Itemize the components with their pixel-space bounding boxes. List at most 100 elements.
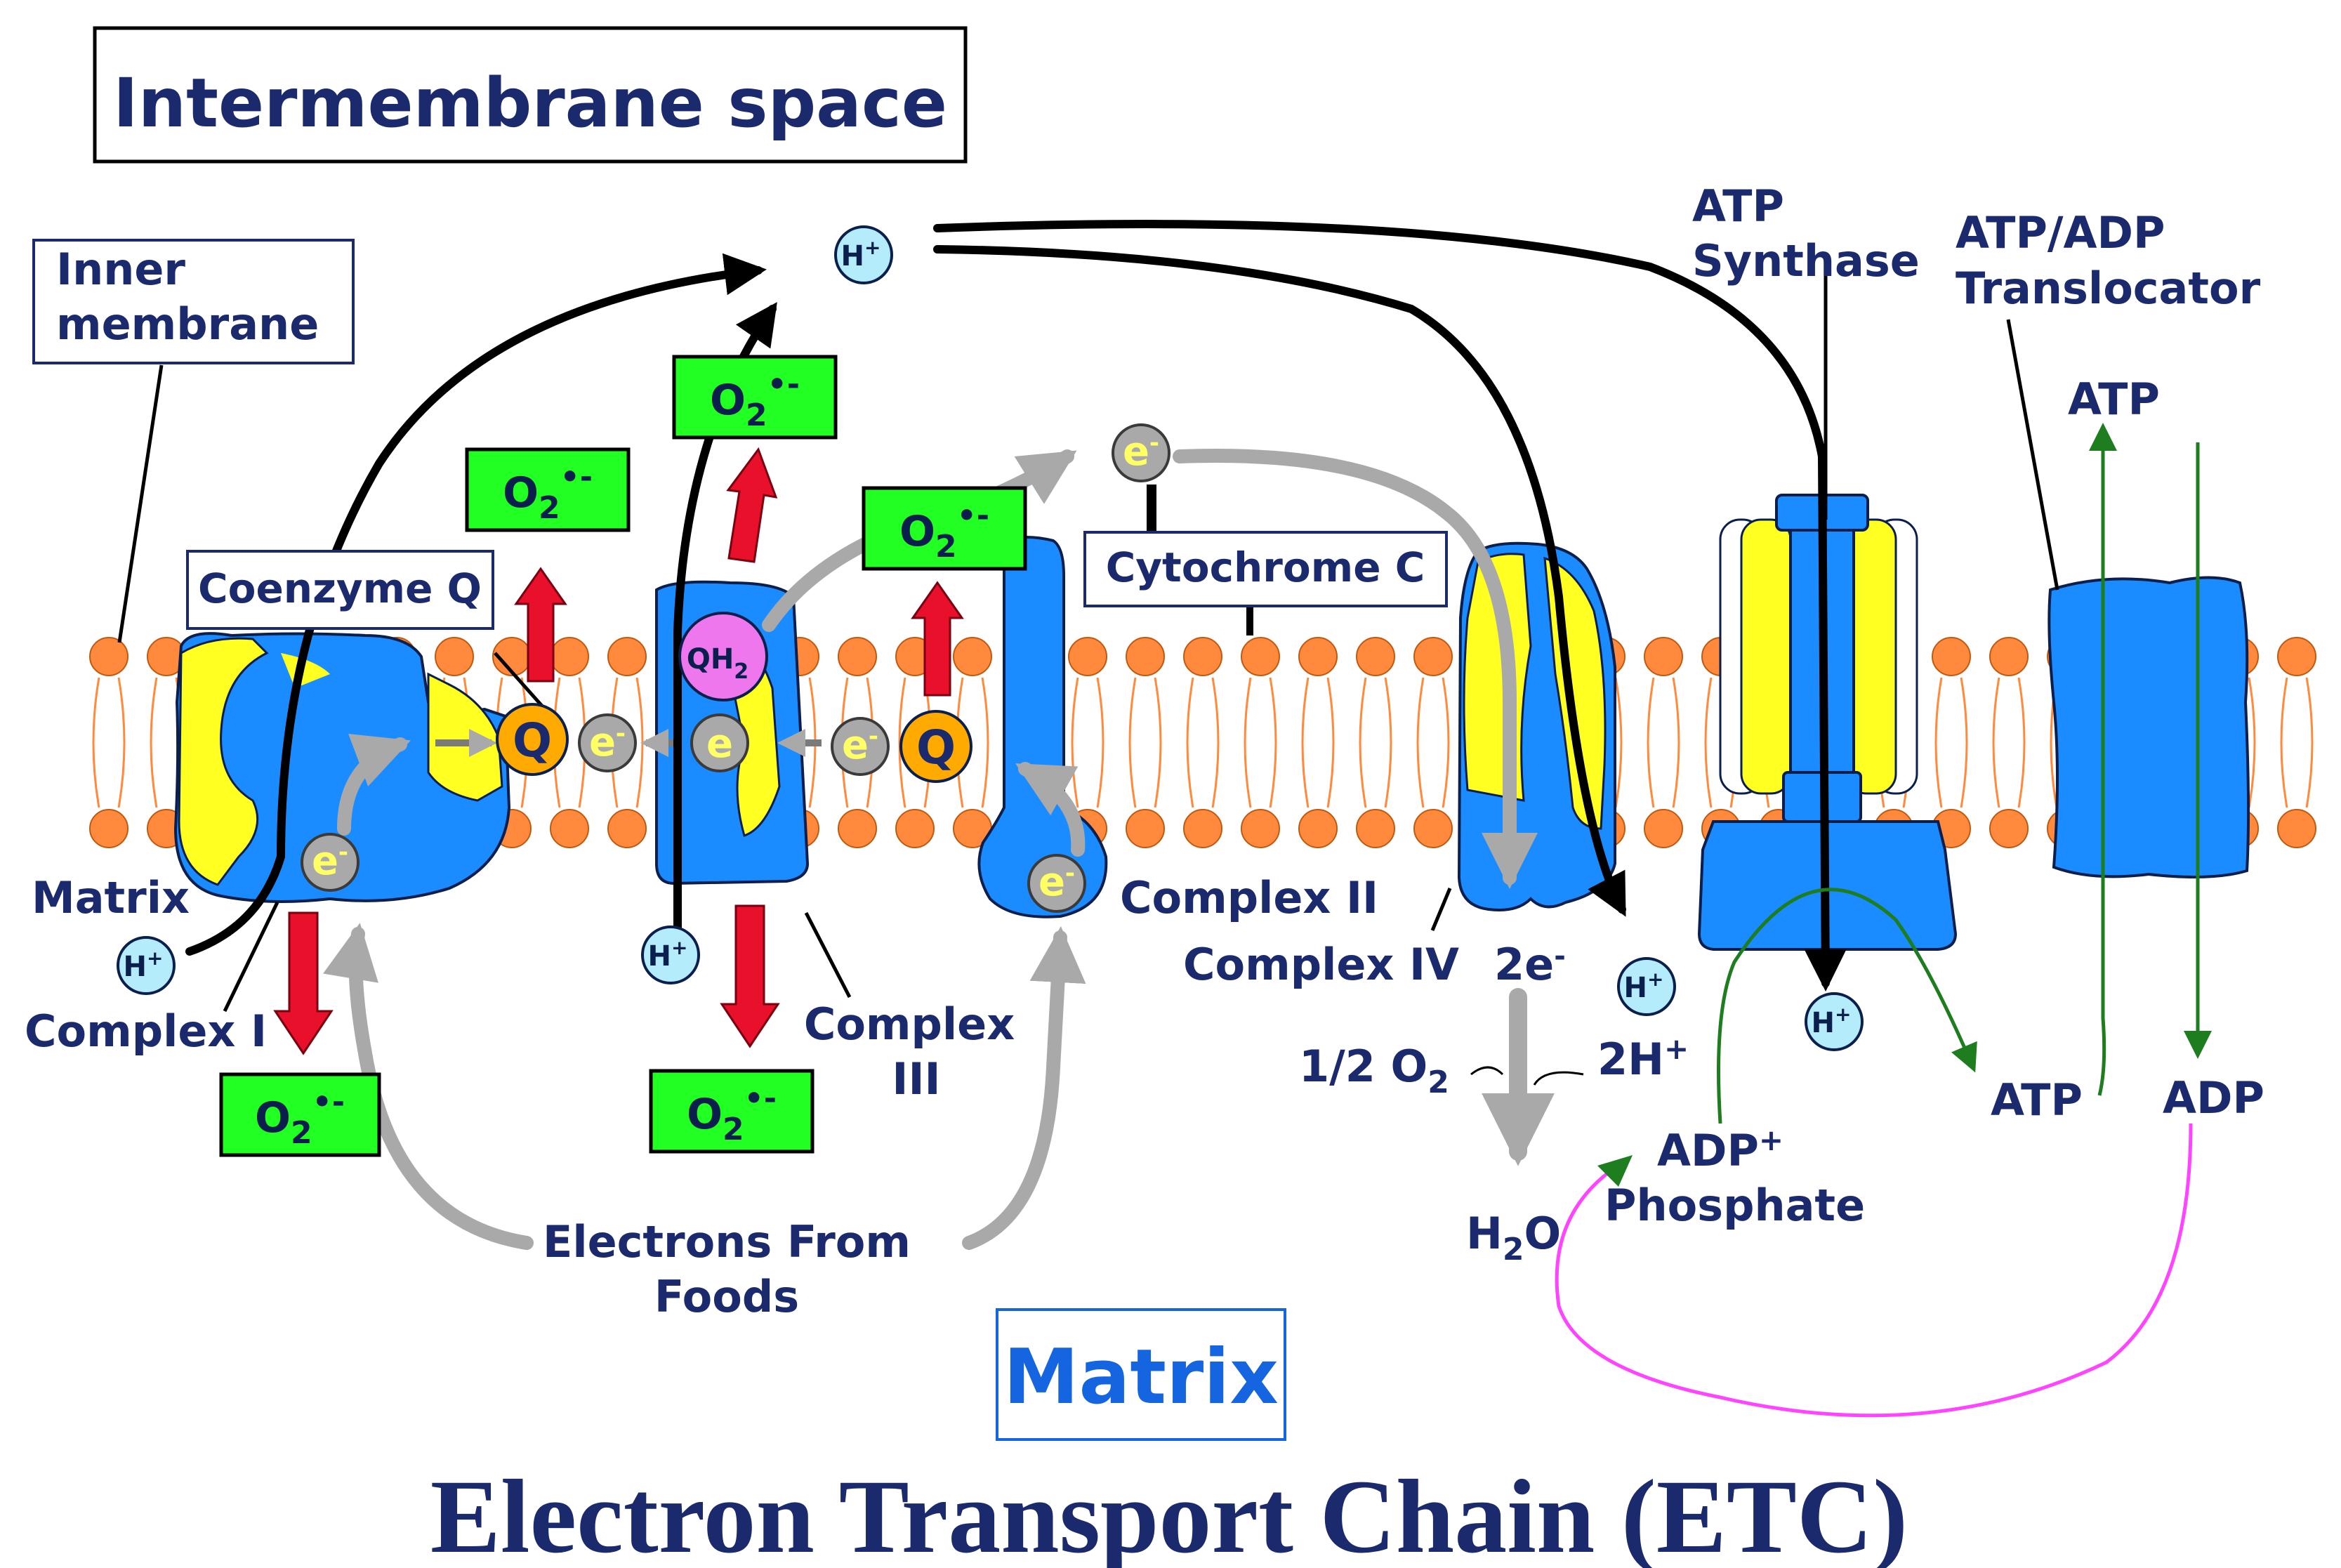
complex-i-internal-electron-arrow xyxy=(337,734,411,836)
two-electron-label: 2e- xyxy=(1494,939,1566,990)
lipid-head xyxy=(953,637,992,676)
adp-phosphate-label-line2: Phosphate xyxy=(1604,1180,1865,1231)
svg-text:O2•-: O2•- xyxy=(899,498,989,565)
lipid-tail xyxy=(2280,677,2314,808)
lipid-head xyxy=(89,637,128,676)
lipid-tail xyxy=(1244,677,1277,808)
lipid-head xyxy=(2277,637,2316,676)
superoxide-box-icon: O2•- xyxy=(862,486,1027,571)
electrons-from-foods-to-complex-i-arrow xyxy=(323,923,534,1250)
lipid-head xyxy=(1298,637,1338,676)
electron-icon: e- xyxy=(578,713,637,772)
electron-icon: e- xyxy=(831,717,890,776)
lipid-head xyxy=(1126,809,1165,848)
atp-product-label: ATP xyxy=(1991,1074,2083,1126)
svg-text:Matrix: Matrix xyxy=(1003,1333,1279,1421)
lipid-head xyxy=(1356,637,1395,676)
adp-phosphate-into-synthase-arrow xyxy=(1717,888,1977,1124)
proton-to-atp-synthase-arrow xyxy=(933,220,1847,991)
lipid-head xyxy=(1126,637,1165,676)
lipid-head xyxy=(1183,809,1222,848)
lipid-head xyxy=(1068,637,1107,676)
lipid-head xyxy=(89,809,128,848)
lipid-head xyxy=(607,637,647,676)
ubiquinone-q-icon: Q xyxy=(899,710,972,783)
svg-text:O2•-: O2•- xyxy=(503,459,593,526)
svg-text:O2•-: O2•- xyxy=(710,367,800,433)
svg-text:QH2: QH2 xyxy=(687,643,749,684)
lipid-head xyxy=(838,809,877,848)
svg-text:e-: e- xyxy=(312,838,348,884)
electrons-from-foods-label-line2: Foods xyxy=(654,1271,799,1322)
cytochrome-c-to-complex-iv-arrow xyxy=(1173,449,1538,889)
svg-text:Coenzyme Q: Coenzyme Q xyxy=(198,565,482,612)
lipid-tail xyxy=(1071,677,1104,808)
atp-top-label: ATP xyxy=(2068,374,2160,425)
lipid-head xyxy=(435,637,474,676)
translocator-label-line1: ATP/ADP xyxy=(1956,207,2165,258)
complex-iv-protein xyxy=(1457,541,1617,911)
proton-icon: H+ xyxy=(834,225,893,284)
proton-icon: H+ xyxy=(117,936,176,995)
lipid-tail xyxy=(1301,677,1335,808)
lipid-head xyxy=(607,809,647,848)
proton-icon: H+ xyxy=(641,925,700,984)
complex-iii-proton-pump-arrow xyxy=(673,302,777,931)
lipid-tail xyxy=(1359,677,1392,808)
cytochrome-c-label: Cytochrome C xyxy=(1083,531,1448,607)
superoxide-box-icon: O2•- xyxy=(649,1069,815,1154)
lipid-head xyxy=(1644,637,1683,676)
electron-icon: e- xyxy=(1112,423,1170,482)
lipid-head xyxy=(838,637,877,676)
translocator-label-line2: Translocator xyxy=(1956,263,2261,314)
atp-synthase-label-line1: ATP xyxy=(1692,180,1784,232)
svg-text:e-: e- xyxy=(1123,429,1159,475)
two-proton-label: 2H+ xyxy=(1597,1032,1689,1085)
diagram-title: Electron Transport Chain (ETC) xyxy=(430,1458,1908,1568)
svg-text:Cytochrome C: Cytochrome C xyxy=(1106,543,1425,591)
water-label: H2O xyxy=(1466,1208,1561,1267)
svg-text:Inner: Inner xyxy=(56,244,185,295)
superoxide-release-arrows xyxy=(273,447,964,1055)
matrix-region-label: Matrix xyxy=(996,1308,1286,1441)
half-oxygen-label: 1/2 O2 xyxy=(1299,1041,1449,1100)
matrix-side-label: Matrix xyxy=(32,872,190,923)
atp-synthase-label-line2: Synthase xyxy=(1692,235,1920,286)
electron-icon: e- xyxy=(1027,854,1086,913)
proton-icon: H+ xyxy=(1617,957,1676,1016)
complex-ii-side-ros-arrow-up xyxy=(911,581,964,697)
svg-text:Intermembrane space: Intermembrane space xyxy=(113,64,947,143)
adp-recycle-arrow xyxy=(1555,1123,2193,1418)
lipid-head xyxy=(1241,809,1280,848)
svg-text:H+: H+ xyxy=(1812,1003,1852,1039)
svg-text:e-: e- xyxy=(1038,859,1075,905)
lipid-head xyxy=(1298,809,1338,848)
lipid-tail xyxy=(1186,677,1220,808)
ubiquinone-q-icon: Q xyxy=(496,703,569,776)
svg-text:e-: e- xyxy=(842,723,878,768)
electron-icon: e- xyxy=(301,833,360,892)
lipid-tail xyxy=(1128,677,1162,808)
lipid-head xyxy=(2277,809,2316,848)
coenzyme-q-carriers: Q Q QH2 xyxy=(496,612,972,783)
complex-iii-label-line2: III xyxy=(892,1053,940,1105)
svg-text:H+: H+ xyxy=(841,236,881,272)
complex-iv-label: Complex IV xyxy=(1183,939,1459,990)
lipid-tail xyxy=(1416,677,1450,808)
superoxide-boxes: O2•- O2•- O2•- O2•- O2•- xyxy=(219,355,1027,1157)
lipid-head xyxy=(1644,809,1683,848)
complex-ii-internal-electron-arrow xyxy=(1015,762,1086,857)
lipid-head xyxy=(895,809,935,848)
lipid-tail xyxy=(1992,677,2026,808)
svg-text:Q: Q xyxy=(916,720,956,775)
electron-carriers: e- e- e e- e- e- xyxy=(301,423,1170,913)
superoxide-box-icon: O2•- xyxy=(219,1072,381,1157)
complex-i-ros-arrow-down xyxy=(273,911,334,1055)
svg-text:H+: H+ xyxy=(1624,968,1664,1004)
electron-icon: e xyxy=(690,713,749,772)
complex-i-label: Complex I xyxy=(25,1006,267,1057)
superoxide-box-icon: O2•- xyxy=(465,447,631,532)
complex-ii-label: Complex II xyxy=(1120,872,1378,923)
lipid-head xyxy=(1413,637,1453,676)
atp-export-arrow xyxy=(2089,423,2117,1096)
